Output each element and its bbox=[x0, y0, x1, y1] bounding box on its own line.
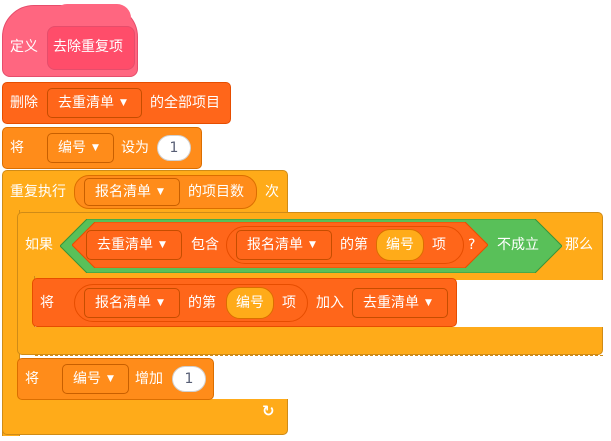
list-dropdown-add-source[interactable]: 报名清单 ▼ bbox=[84, 288, 180, 318]
if-keyword: 如果 bbox=[25, 237, 53, 253]
define-keyword: 定义 bbox=[10, 39, 38, 55]
list-dropdown-label: 报名清单 bbox=[95, 184, 151, 200]
set-verb: 将 bbox=[10, 140, 24, 156]
question-mark: ? bbox=[468, 237, 476, 253]
add-verb: 将 bbox=[40, 295, 54, 311]
chevron-down-icon: ▼ bbox=[157, 298, 164, 308]
add-item-word: 项 bbox=[282, 295, 296, 311]
repeat-verb: 重复执行 bbox=[10, 184, 66, 200]
list-dropdown-item[interactable]: 报名清单 ▼ bbox=[236, 230, 332, 260]
chevron-down-icon: ▼ bbox=[120, 98, 127, 108]
variable-dropdown-label: 编号 bbox=[58, 140, 86, 156]
list-dropdown-label: 去重清单 bbox=[363, 295, 419, 311]
list-dropdown-label: 去重清单 bbox=[58, 95, 114, 111]
set-value-input[interactable]: 1 bbox=[157, 135, 191, 161]
chevron-down-icon: ▼ bbox=[159, 240, 166, 250]
index-variable-reporter[interactable]: 编号 bbox=[376, 229, 424, 261]
delete-suffix: 的全部项目 bbox=[150, 95, 220, 111]
chevron-down-icon: ▼ bbox=[309, 240, 316, 250]
list-dropdown-label: 去重清单 bbox=[97, 237, 153, 253]
chevron-down-icon: ▼ bbox=[107, 374, 114, 384]
variable-dropdown-set[interactable]: 编号 ▼ bbox=[47, 133, 114, 163]
chevron-down-icon: ▼ bbox=[92, 143, 99, 153]
if-bottom-arm bbox=[17, 327, 603, 355]
variable-dropdown-change[interactable]: 编号 ▼ bbox=[62, 364, 129, 394]
loop-arrow-icon: ↻ bbox=[262, 402, 275, 420]
contains-word: 包含 bbox=[191, 237, 219, 253]
variable-dropdown-label: 编号 bbox=[73, 371, 101, 387]
list-dropdown-repeat[interactable]: 报名清单 ▼ bbox=[84, 178, 180, 206]
index-variable-reporter-add[interactable]: 编号 bbox=[226, 287, 274, 319]
negate-word: 不成立 bbox=[497, 237, 539, 253]
item-word: 项 bbox=[432, 237, 446, 253]
list-dropdown-label: 报名清单 bbox=[95, 295, 151, 311]
change-middle: 增加 bbox=[135, 371, 163, 387]
if-bottom-dash bbox=[35, 355, 603, 356]
repeat-tail: 次 bbox=[265, 184, 279, 200]
change-verb: 将 bbox=[25, 371, 39, 387]
chevron-down-icon: ▼ bbox=[425, 298, 432, 308]
change-value-input[interactable]: 1 bbox=[172, 366, 206, 392]
custom-block-name: 去除重复项 bbox=[53, 39, 123, 55]
repeat-bottom-arm bbox=[2, 399, 288, 435]
item-of-word: 的第 bbox=[340, 237, 368, 253]
add-action: 加入 bbox=[316, 295, 344, 311]
chevron-down-icon: ▼ bbox=[157, 187, 164, 197]
list-dropdown-contains[interactable]: 去重清单 ▼ bbox=[86, 230, 182, 260]
list-dropdown-label: 报名清单 bbox=[247, 237, 303, 253]
add-item-of-word: 的第 bbox=[188, 295, 216, 311]
delete-verb: 删除 bbox=[10, 95, 38, 111]
length-suffix: 的项目数 bbox=[188, 184, 244, 200]
list-dropdown-add-target[interactable]: 去重清单 ▼ bbox=[352, 288, 448, 318]
custom-block-prototype[interactable] bbox=[47, 26, 135, 70]
list-dropdown-delete[interactable]: 去重清单 ▼ bbox=[47, 88, 142, 118]
set-middle: 设为 bbox=[121, 140, 149, 156]
if-then: 那么 bbox=[565, 237, 593, 253]
